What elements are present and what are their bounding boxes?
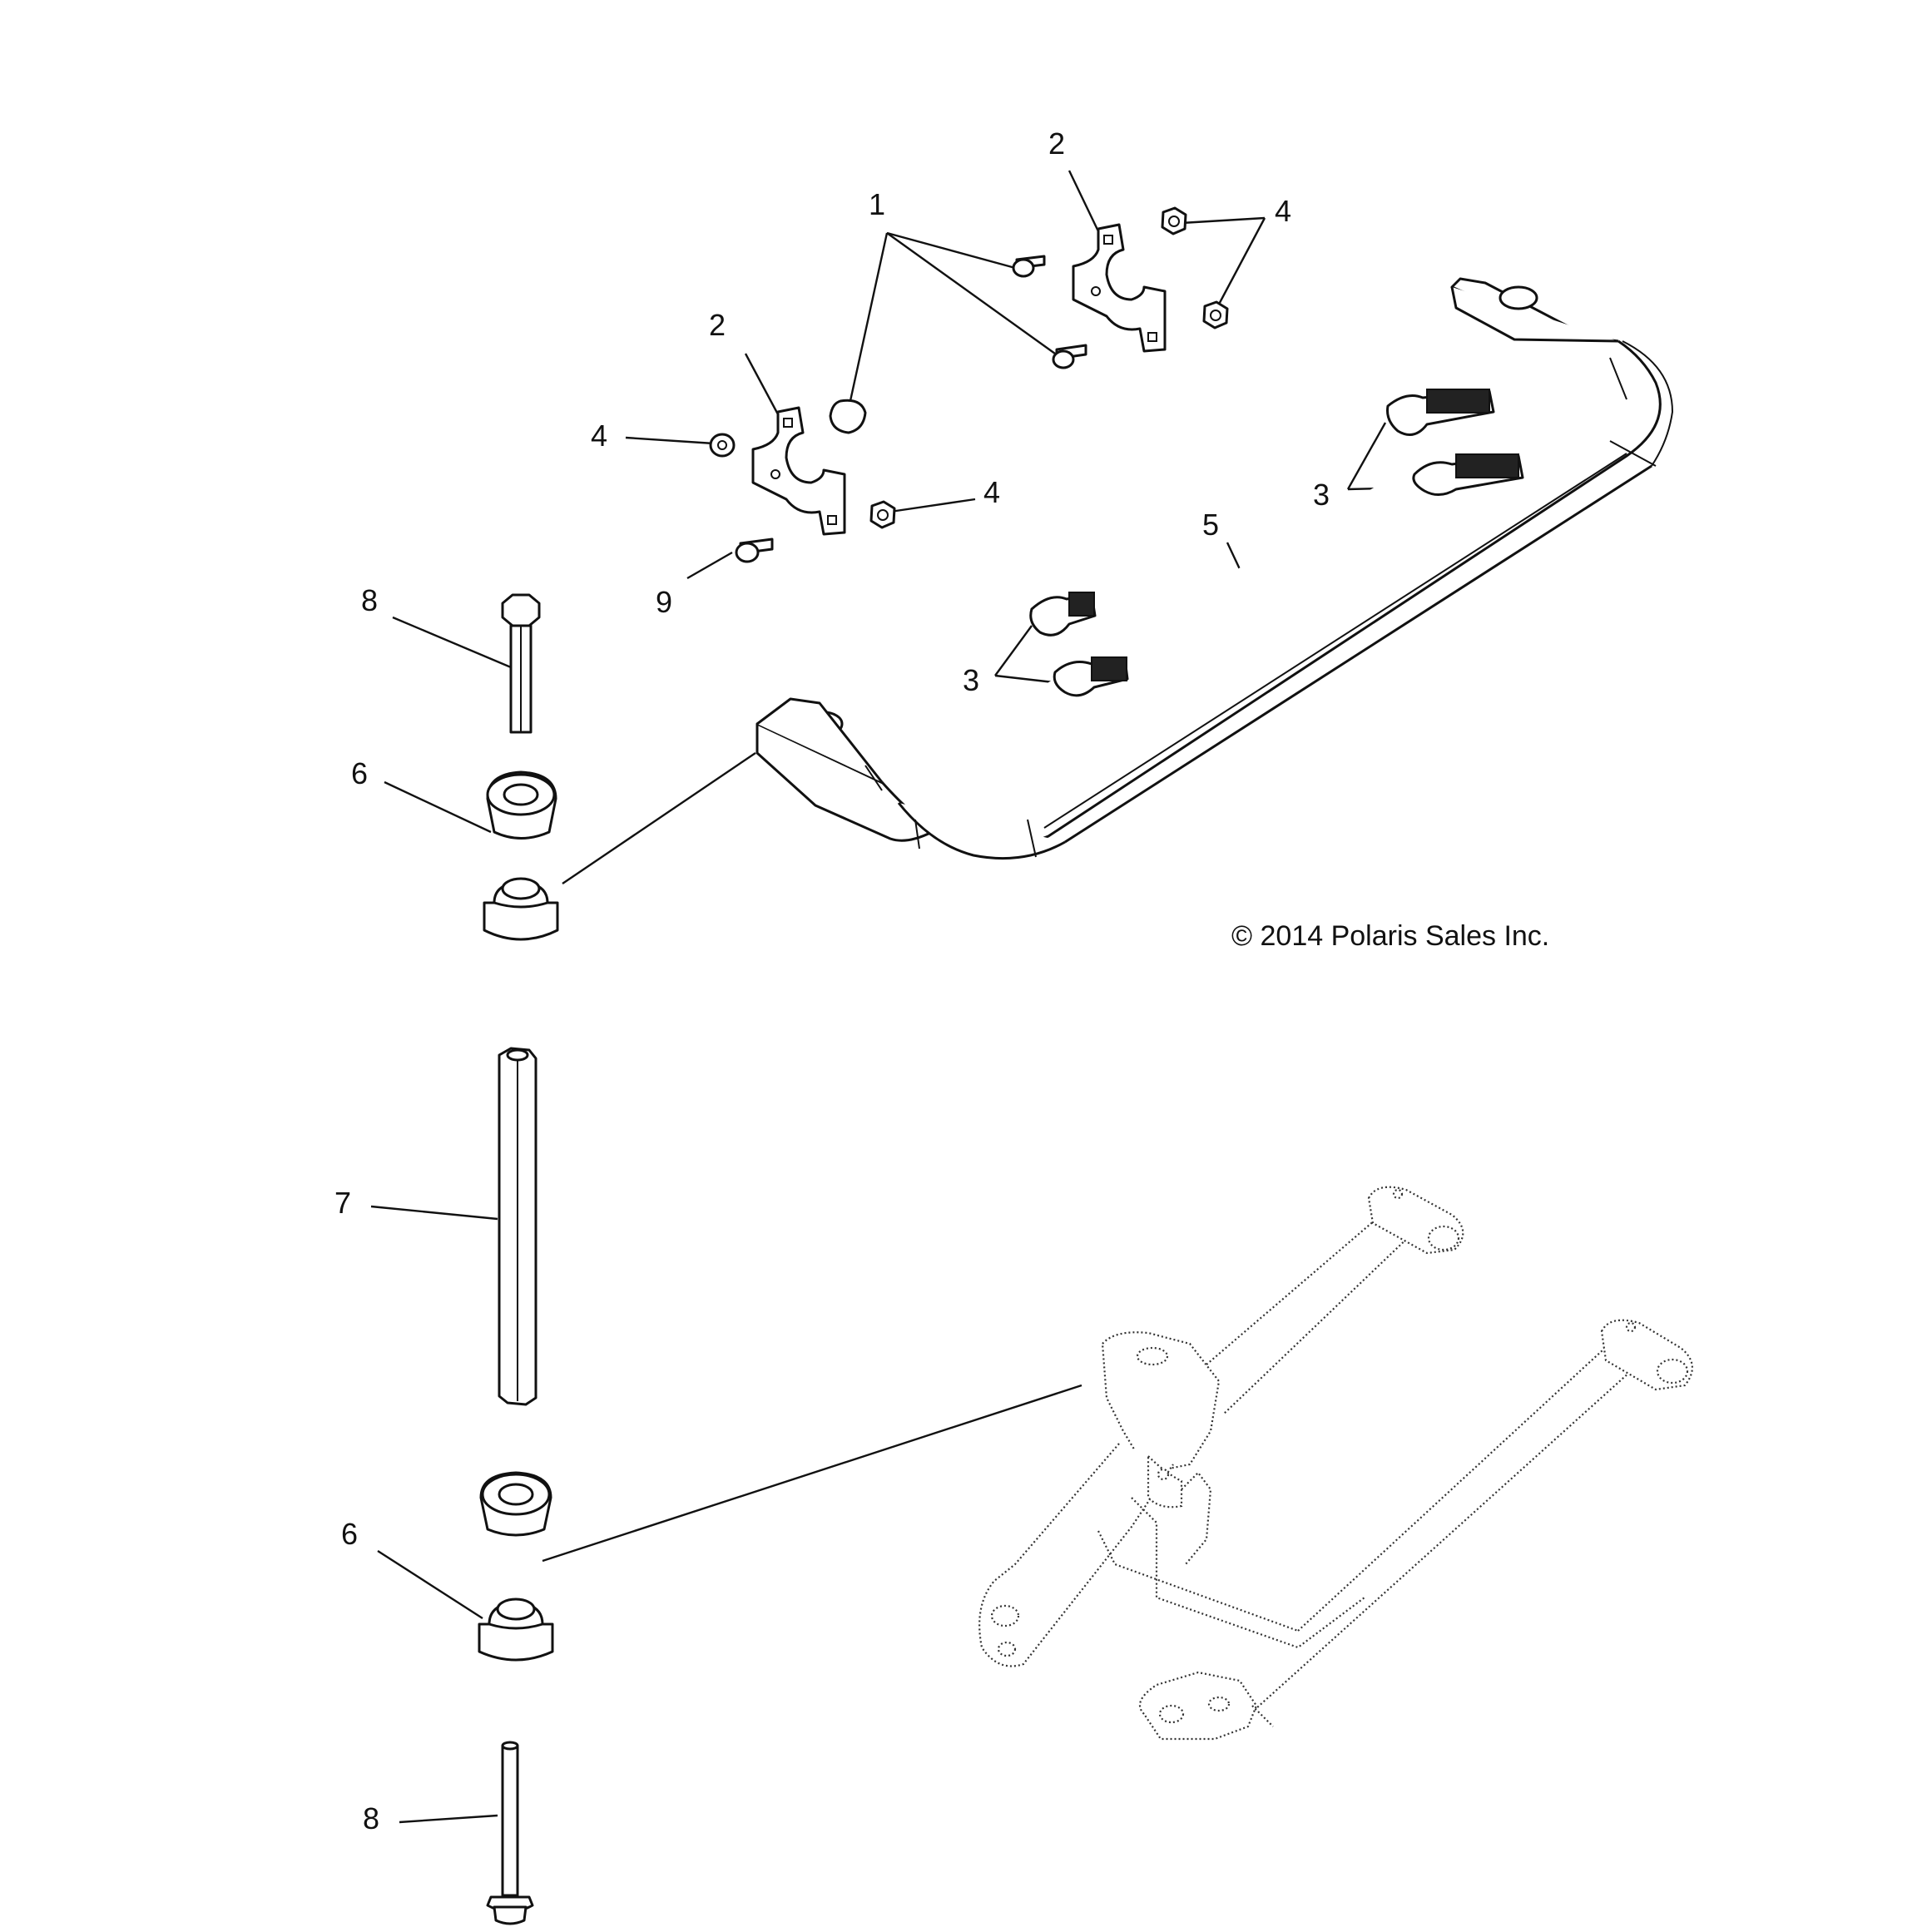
callout-4-lower: 4 bbox=[983, 475, 1001, 509]
leader-lines bbox=[370, 170, 1415, 1824]
rear-frame-phantom bbox=[978, 1186, 1693, 1741]
grommet-3 bbox=[479, 1471, 552, 1537]
callout-8-top: 8 bbox=[361, 583, 379, 617]
link-bolt-bottom bbox=[486, 1741, 534, 1925]
callout-9: 9 bbox=[656, 585, 673, 619]
callout-1: 1 bbox=[869, 187, 886, 221]
callout-6-top: 6 bbox=[351, 756, 369, 790]
callout-5: 5 bbox=[1202, 508, 1220, 542]
callout-2-upper: 2 bbox=[1048, 126, 1066, 161]
copyright-notice: © 2014 Polaris Sales Inc. bbox=[1231, 920, 1550, 952]
callout-4-left: 4 bbox=[591, 419, 608, 453]
clamp-upper bbox=[1072, 223, 1167, 353]
bar-bushings bbox=[1029, 389, 1524, 697]
callout-7: 7 bbox=[334, 1186, 352, 1220]
grommet-2 bbox=[483, 877, 559, 941]
clamp-lower bbox=[751, 406, 846, 536]
callout-3-right: 3 bbox=[1313, 478, 1330, 512]
callout-8-bottom: 8 bbox=[363, 1801, 380, 1835]
link-rod bbox=[498, 1047, 537, 1406]
bolts-small bbox=[735, 255, 1087, 563]
grommet-1 bbox=[486, 770, 557, 840]
callout-2-left: 2 bbox=[709, 308, 726, 342]
callout-6-bottom: 6 bbox=[341, 1517, 359, 1551]
link-bolt-top bbox=[501, 593, 541, 734]
callout-3-left: 3 bbox=[963, 663, 980, 697]
callout-4-upper-right: 4 bbox=[1275, 194, 1292, 228]
nuts bbox=[709, 206, 1229, 529]
grommet-4 bbox=[478, 1598, 554, 1662]
stabilizer-bar bbox=[755, 277, 1674, 860]
